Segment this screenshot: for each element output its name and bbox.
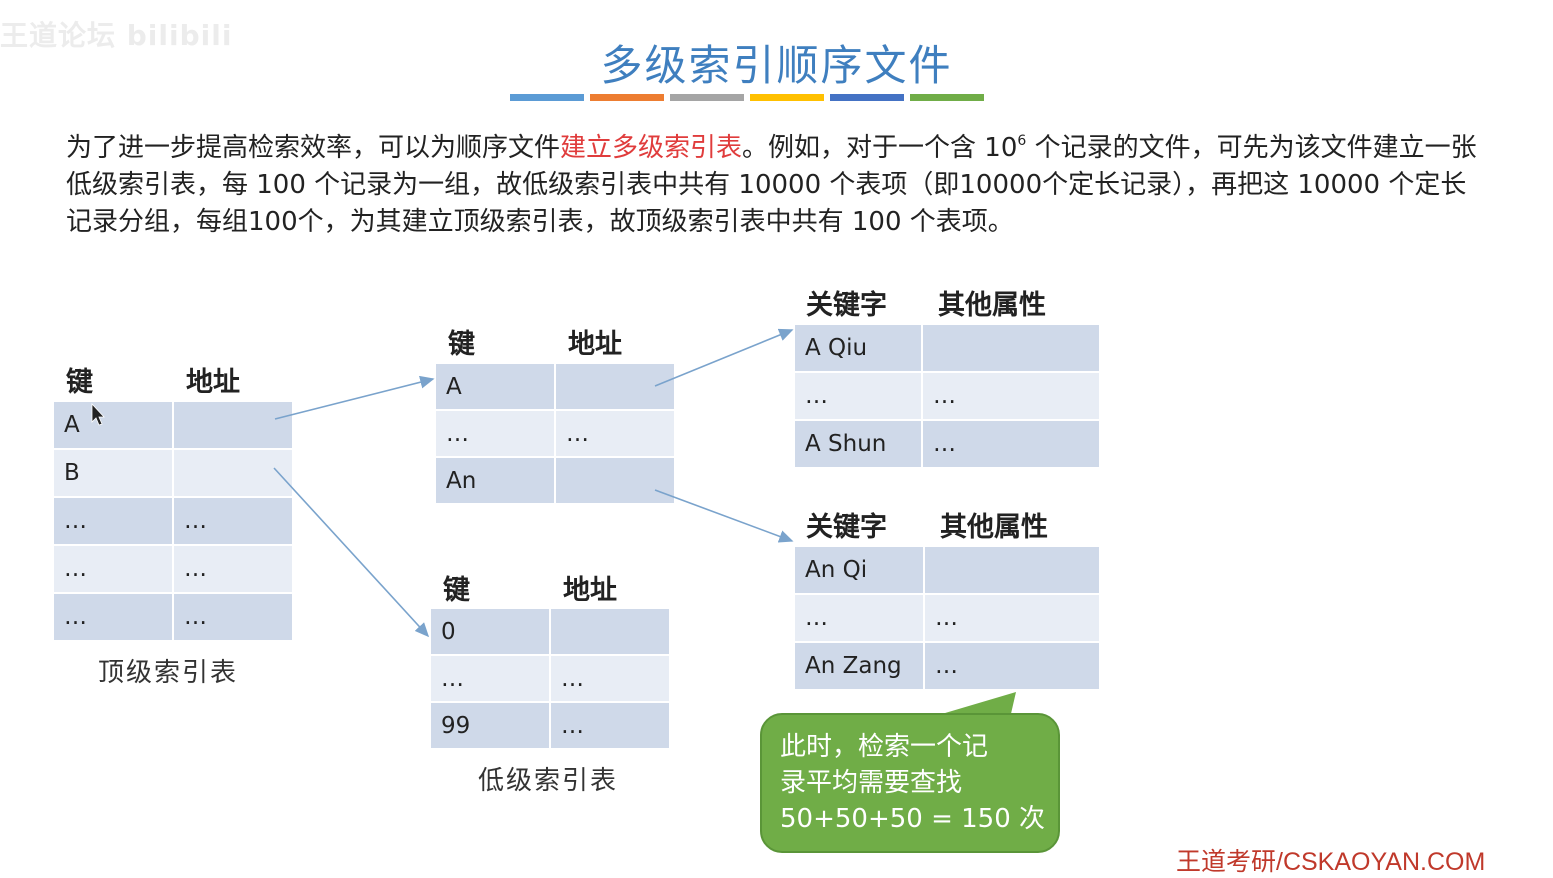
table-row: … … <box>795 595 1099 641</box>
title-bar-segment <box>510 94 584 101</box>
table-cell <box>556 458 674 503</box>
record-table-2-header-attr: 其他属性 <box>940 512 1048 543</box>
table-row: … … <box>54 498 292 544</box>
table-cell: … <box>436 411 554 456</box>
table-row: … … <box>54 594 292 640</box>
table-row: B <box>54 450 292 496</box>
record-table-1-header-key: 关键字 <box>806 290 887 321</box>
table-cell <box>174 402 292 448</box>
table-row: … … <box>795 373 1099 419</box>
low-index-table-1: A … … An <box>434 362 676 505</box>
table-cell: … <box>925 643 1099 689</box>
table-cell: … <box>431 656 549 701</box>
record-table-2: An Qi … … An Zang … <box>793 545 1101 691</box>
table-cell <box>925 547 1099 593</box>
table-row: A <box>436 364 674 409</box>
paragraph-text-2: 。例如，对于一个含 10 <box>742 133 1018 163</box>
top-index-caption: 顶级索引表 <box>98 658 239 688</box>
title-bar-segment <box>830 94 904 101</box>
low-index-2-header-key: 键 <box>443 575 470 606</box>
table-row: A Shun … <box>795 421 1099 467</box>
table-cell <box>174 450 292 496</box>
bubble-line-3: 50+50+50 = 150 次 <box>780 804 1046 834</box>
table-cell: … <box>795 595 923 641</box>
low-index-caption: 低级索引表 <box>478 766 619 796</box>
table-cell: … <box>925 595 1099 641</box>
title-bar-segment <box>670 94 744 101</box>
title-bar-segment <box>750 94 824 101</box>
table-row: … … <box>431 656 669 701</box>
top-index-table: A B … … … … … … <box>52 400 294 642</box>
table-cell: An Zang <box>795 643 923 689</box>
paragraph-highlight: 建立多级索引表 <box>560 133 743 163</box>
watermark-logo: 王道论坛 bilibili <box>0 19 233 52</box>
table-cell: … <box>174 546 292 592</box>
record-table-2-header-key: 关键字 <box>806 512 887 543</box>
top-index-header-addr: 地址 <box>186 367 240 398</box>
table-cell: … <box>551 703 669 748</box>
table-cell: … <box>54 594 172 640</box>
arrow-top-b-to-low-2 <box>273 467 430 638</box>
callout-bubble: 此时，检索一个记 录平均需要查找 50+50+50 = 150 次 <box>760 713 1060 853</box>
low-index-2-header-addr: 地址 <box>563 575 617 606</box>
description-paragraph: 为了进一步提高检索效率，可以为顺序文件建立多级索引表。例如，对于一个含 106 … <box>66 130 1486 241</box>
table-cell: … <box>795 373 921 419</box>
table-cell: 0 <box>431 609 549 654</box>
low-index-1-header-key: 键 <box>448 329 475 360</box>
record-table-1-header-attr: 其他属性 <box>938 290 1046 321</box>
arrow-low-a-to-record-1 <box>654 328 794 387</box>
table-cell: An <box>436 458 554 503</box>
table-cell: … <box>54 498 172 544</box>
table-row: An Qi <box>795 547 1099 593</box>
table-cell: A Qiu <box>795 325 921 371</box>
table-cell: … <box>54 546 172 592</box>
table-row: An <box>436 458 674 503</box>
arrow-top-a-to-low-1 <box>274 375 435 420</box>
low-index-table-2: 0 … … 99 … <box>429 607 671 750</box>
top-index-header-key: 键 <box>66 367 93 398</box>
table-row: … … <box>436 411 674 456</box>
table-row: 99 … <box>431 703 669 748</box>
table-cell: 99 <box>431 703 549 748</box>
table-cell: … <box>923 421 1099 467</box>
table-cell: … <box>556 411 674 456</box>
bubble-line-1: 此时，检索一个记 <box>780 732 989 762</box>
table-cell: … <box>174 498 292 544</box>
table-cell <box>551 609 669 654</box>
table-row: A Qiu <box>795 325 1099 371</box>
title-color-bars <box>510 94 984 102</box>
mouse-cursor-icon <box>91 402 105 426</box>
table-cell: A <box>54 402 172 448</box>
table-cell: B <box>54 450 172 496</box>
table-cell: A Shun <box>795 421 921 467</box>
paragraph-text-1: 为了进一步提高检索效率，可以为顺序文件 <box>66 133 561 163</box>
arrow-low-an-to-record-2 <box>654 489 794 543</box>
bubble-line-2: 录平均需要查找 <box>780 768 963 798</box>
table-row: … … <box>54 546 292 592</box>
table-cell: … <box>551 656 669 701</box>
table-row: 0 <box>431 609 669 654</box>
table-cell: An Qi <box>795 547 923 593</box>
record-table-1: A Qiu … … A Shun … <box>793 323 1101 469</box>
table-row: An Zang … <box>795 643 1099 689</box>
table-cell: … <box>174 594 292 640</box>
table-cell <box>923 325 1099 371</box>
table-cell <box>556 364 674 409</box>
low-index-1-header-addr: 地址 <box>568 329 622 360</box>
paragraph-superscript: 6 <box>1017 133 1027 149</box>
bubble-tail <box>935 692 1016 718</box>
table-cell: … <box>923 373 1099 419</box>
title-bar-segment <box>590 94 664 101</box>
paragraph-text-3: 个记录的文件，可先为该文件建立一张低级索引表，每 100 个记录为一组，故低级索… <box>66 133 1477 237</box>
footer-brand: 王道考研/CSKAOYAN.COM <box>1176 848 1486 876</box>
table-row: A <box>54 402 292 448</box>
table-cell: A <box>436 364 554 409</box>
slide-title: 多级索引顺序文件 <box>600 41 953 90</box>
title-bar-segment <box>910 94 984 101</box>
